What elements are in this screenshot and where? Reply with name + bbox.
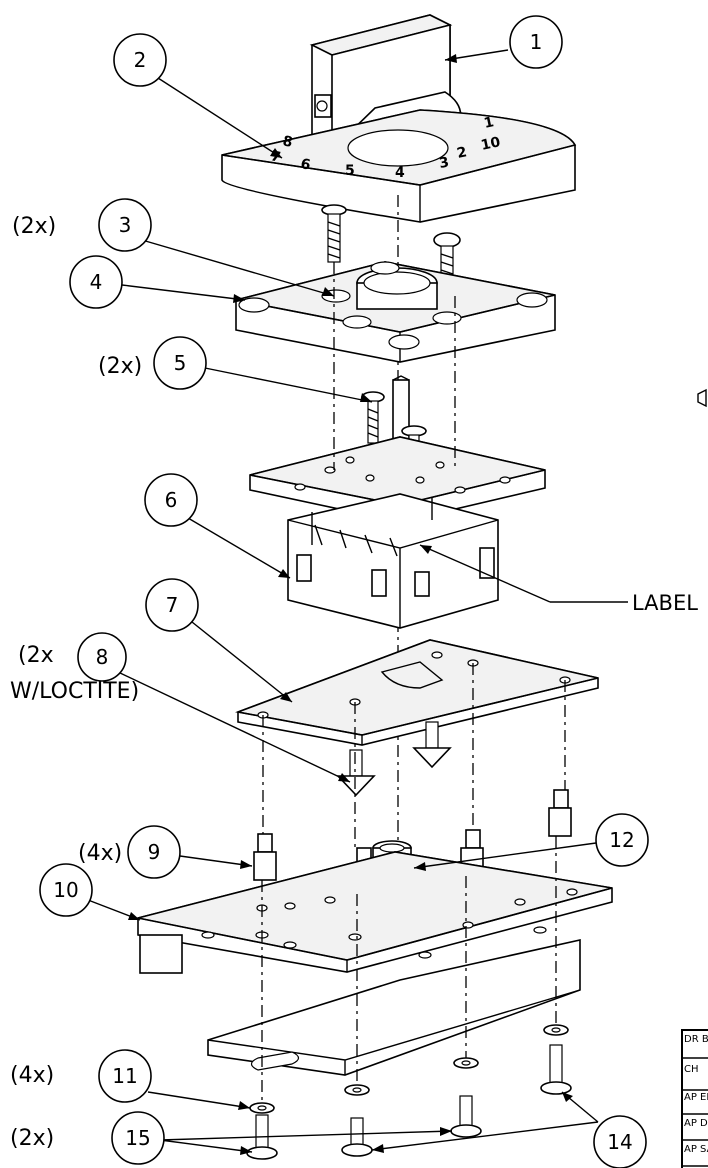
callout-11: (4x) 11	[10, 1049, 251, 1110]
screw-part-14-right	[540, 1044, 572, 1095]
label-text: LABEL	[632, 591, 698, 615]
standoff-part-9-1	[253, 833, 277, 881]
callout-14: 14	[371, 1091, 647, 1168]
callout-3: (2x) 3	[12, 198, 335, 297]
callout-number-14: 14	[607, 1130, 632, 1154]
callout-9: (4x) 9	[78, 825, 253, 879]
title-block: DR BY CH AP EN AP DE AP SA	[681, 1029, 708, 1168]
view-symbol-icon	[697, 388, 707, 408]
callout-10: 10	[39, 863, 141, 921]
callout-12: 12	[413, 813, 649, 871]
dial-number-10: 10	[480, 134, 503, 154]
washer-part-11-3	[453, 1057, 479, 1069]
callout-2: 2	[113, 33, 283, 159]
callout-number-11: 11	[112, 1064, 137, 1088]
dial-number-4: 4	[395, 165, 405, 181]
gasket-plate-part-7	[235, 639, 599, 746]
title-block-row-4: AP DE	[684, 1118, 708, 1129]
dial-number-8: 8	[281, 133, 294, 151]
callout-4: 4	[69, 255, 246, 309]
callout-qty-3: (2x)	[12, 214, 56, 239]
callout-number-12: 12	[609, 828, 634, 852]
screw-part-3-left	[321, 204, 347, 263]
callout-qty-11: (4x)	[10, 1063, 54, 1088]
callout-number-2: 2	[134, 48, 147, 72]
callout-qty-9: (4x)	[78, 841, 122, 866]
base-plate-part-10	[137, 851, 613, 1076]
callout-number-5: 5	[174, 351, 187, 375]
callout-number-15: 15	[125, 1126, 150, 1150]
callout-number-3: 3	[119, 213, 132, 237]
callout-note-8: W/LOCTITE)	[10, 679, 139, 704]
callout-number-9: 9	[148, 840, 161, 864]
washer-part-11-2	[344, 1084, 370, 1096]
mounting-ring-part-4	[235, 261, 556, 363]
dial-plate-part-2: 8 1 7 6 5 4 3 2 10	[221, 109, 577, 223]
dial-number-1: 1	[483, 114, 496, 132]
dial-number-2: 2	[456, 144, 469, 162]
screw-part-8-left	[336, 749, 376, 797]
washer-part-11-4	[543, 1024, 569, 1036]
dial-number-6: 6	[299, 156, 311, 173]
callout-number-4: 4	[90, 270, 103, 294]
callout-7: 7	[145, 578, 293, 703]
screw-part-15-right	[450, 1095, 482, 1138]
callout-number-6: 6	[165, 488, 178, 512]
callout-15: (2x) 15	[10, 1111, 453, 1165]
callout-5: (2x) 5	[98, 336, 373, 403]
screw-part-8-right	[412, 721, 452, 769]
callout-qty-15: (2x)	[10, 1126, 54, 1151]
callout-number-8: 8	[96, 645, 109, 669]
title-block-row-1: DR BY	[684, 1034, 708, 1045]
callout-qty-5: (2x)	[98, 354, 142, 379]
dial-number-3: 3	[438, 154, 450, 171]
title-block-row-5: AP SA	[684, 1144, 708, 1155]
label-callout: LABEL	[419, 544, 698, 615]
callout-number-1: 1	[530, 30, 543, 54]
callout-6: 6	[144, 473, 291, 579]
screw-part-14-left	[341, 1117, 373, 1157]
washer-part-11-1	[249, 1102, 275, 1114]
callout-1: 1	[444, 15, 563, 69]
assembly-dashed-lines	[261, 262, 566, 1100]
callout-8: (2x W/LOCTITE) 8	[10, 632, 351, 783]
title-block-row-3: AP EN	[684, 1092, 708, 1103]
standoff-part-9-4	[548, 789, 572, 837]
dial-number-5: 5	[345, 163, 355, 179]
switch-body-part-6	[249, 436, 546, 629]
screw-part-15-left	[246, 1114, 278, 1160]
callout-number-7: 7	[166, 593, 179, 617]
title-block-row-2: CH	[684, 1064, 699, 1075]
callout-number-10: 10	[53, 878, 78, 902]
callout-qty-8: (2x	[18, 643, 54, 668]
